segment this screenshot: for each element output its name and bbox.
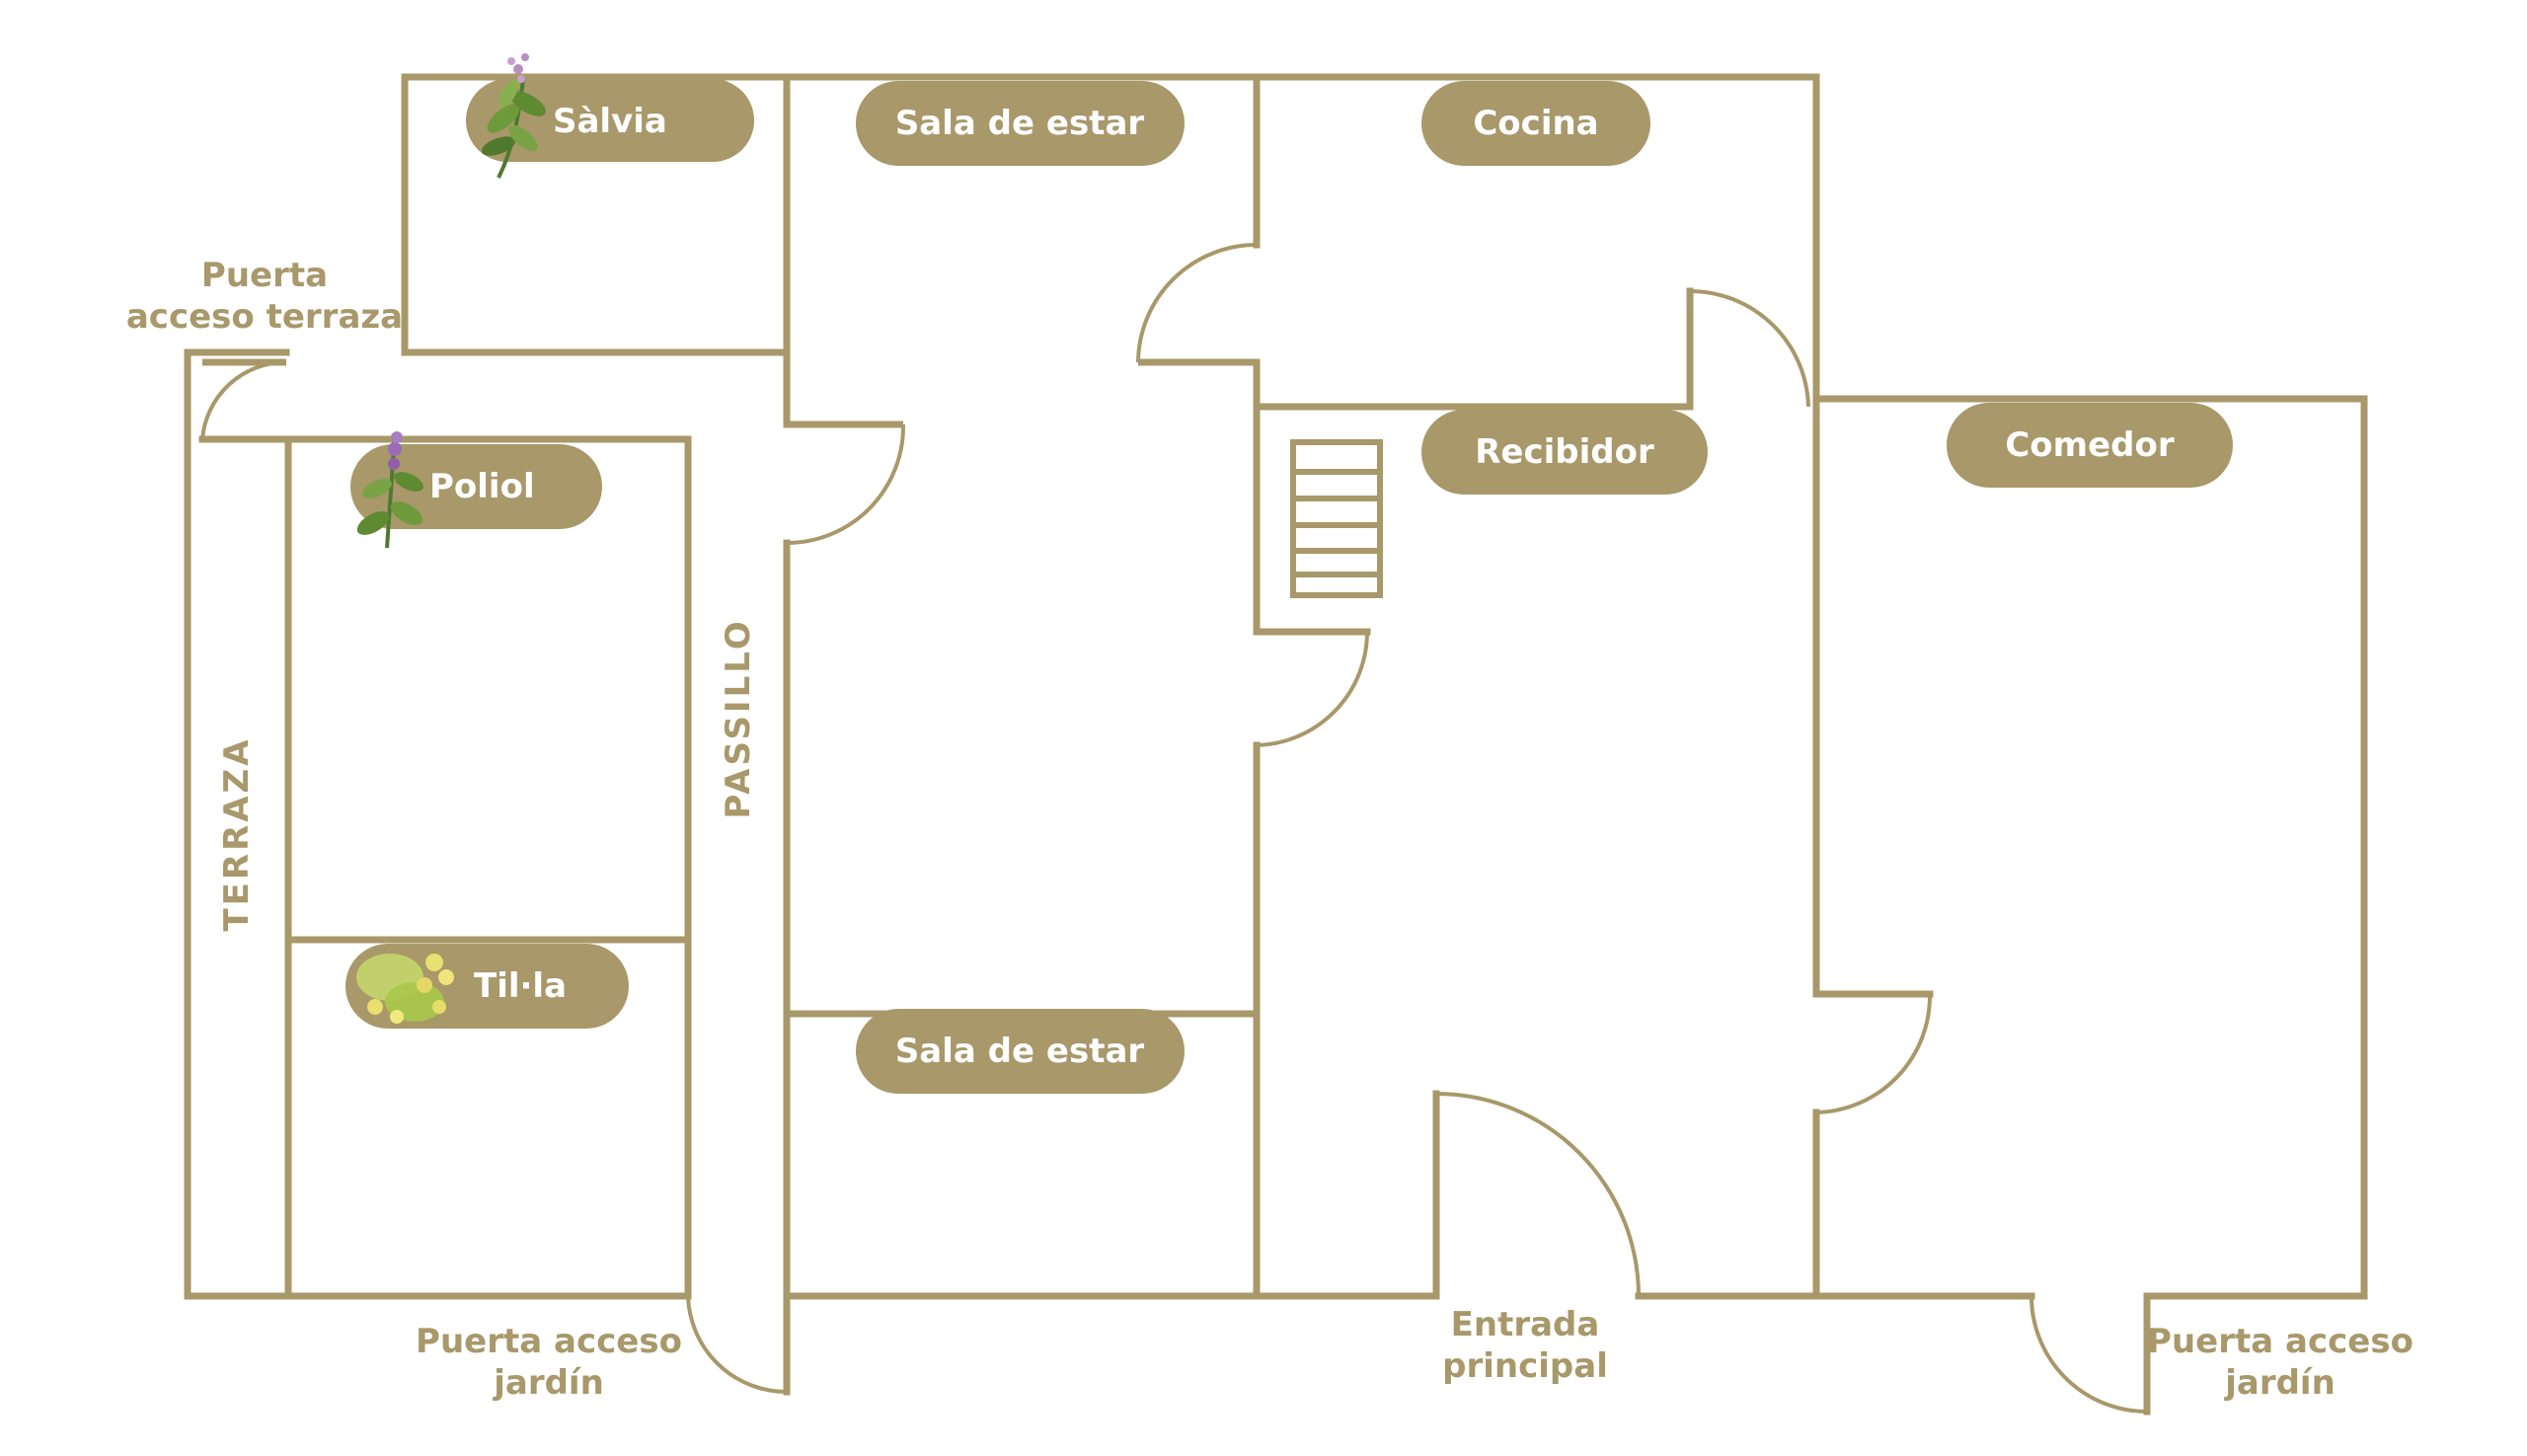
door-label-line: acceso terraza (126, 297, 403, 337)
room-label-sala-estar-top[interactable]: Sala de estar (856, 81, 1185, 166)
room-label-cocina[interactable]: Cocina (1421, 81, 1650, 166)
door-label-line: principal (1442, 1346, 1608, 1386)
room-label-poliol[interactable]: Poliol (350, 431, 602, 549)
door-stair (1256, 631, 1369, 747)
pennyroyal-plant-icon (356, 431, 423, 549)
door-kitchen (1136, 243, 1258, 363)
doors (200, 243, 2148, 1414)
stairs-icon (1290, 439, 1383, 598)
room-label-text: Comedor (2005, 425, 2174, 465)
door-label-line: Puerta acceso (2147, 1322, 2413, 1361)
room-label-text: Poliol (429, 467, 535, 506)
door-label-line: Entrada (1451, 1305, 1600, 1344)
sage-plant-icon (481, 53, 546, 179)
area-label-passillo: PASSILLO (719, 618, 758, 818)
room-label-salvia[interactable]: Sàlvia (466, 53, 754, 179)
door-recibidor (1689, 289, 1810, 408)
room-label-text: Cocina (1473, 104, 1598, 143)
door-garden-left (686, 1295, 788, 1394)
door-label-line: jardín (2223, 1363, 2336, 1403)
door-label-line: jardín (492, 1363, 604, 1403)
room-label-text: Sàlvia (553, 102, 667, 141)
door-dining-side (1815, 993, 1933, 1114)
room-label-text: Recibidor (1475, 432, 1654, 472)
door-living-top (786, 423, 906, 545)
room-label-comedor[interactable]: Comedor (1947, 403, 2233, 488)
label-door-terraza: Puerta acceso terraza (126, 256, 403, 337)
door-garden-right (2029, 1295, 2148, 1414)
door-label-line: Puerta (201, 256, 328, 295)
linden-flower-icon (356, 954, 454, 1024)
door-terraza (200, 359, 287, 440)
label-door-garden-left: Puerta acceso jardín (416, 1322, 682, 1403)
door-label-line: Puerta acceso (416, 1322, 682, 1361)
area-label-terraza: TERRAZA (217, 736, 257, 931)
room-label-tila[interactable]: Til·la (345, 944, 629, 1029)
label-door-garden-right: Puerta acceso jardín (2147, 1322, 2413, 1403)
room-label-text: Til·la (474, 966, 567, 1006)
room-label-text: Sala de estar (895, 1032, 1145, 1071)
label-main-entrance: Entrada principal (1442, 1305, 1608, 1386)
door-main-entrance (1435, 1092, 1641, 1297)
room-label-text: Sala de estar (895, 104, 1145, 143)
room-label-sala-estar-bottom[interactable]: Sala de estar (856, 1009, 1185, 1094)
room-label-recibidor[interactable]: Recibidor (1421, 410, 1708, 495)
